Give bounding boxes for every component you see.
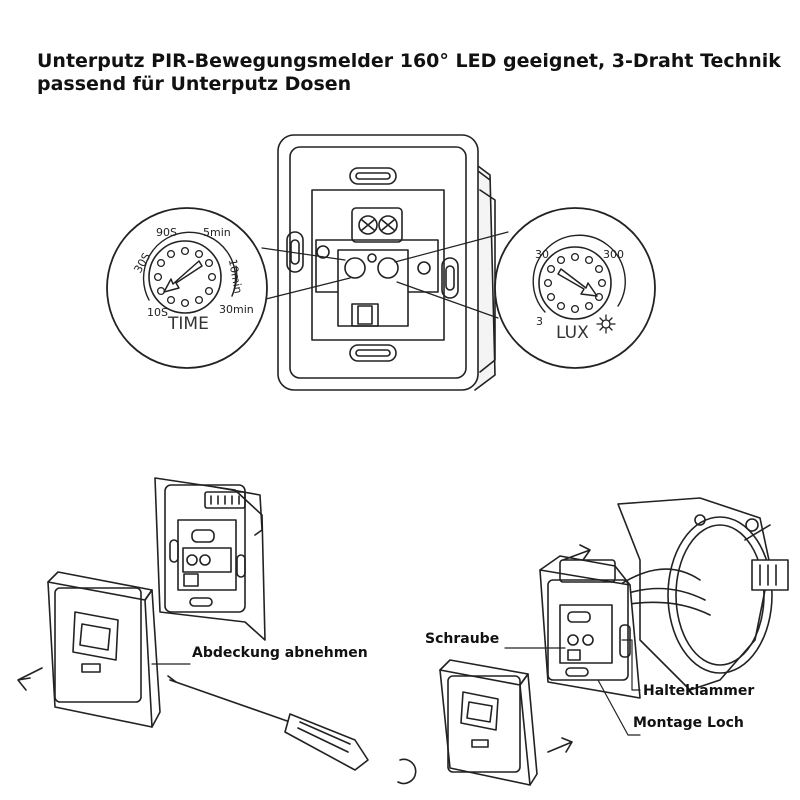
time-mark-10min: 10min: [226, 258, 245, 294]
time-mark-90s: 90S: [156, 226, 177, 239]
label-montage-loch: Montage Loch: [633, 715, 744, 731]
label-halteklammer: Halteklammer: [643, 683, 754, 699]
title-line-1: Unterputz PIR-Bewegungsmelder 160° LED g…: [37, 50, 781, 72]
sun-icon: [596, 314, 616, 334]
lux-mark-30: 30: [535, 248, 549, 261]
time-mark-5min: 5min: [203, 226, 231, 239]
time-mark-30min: 30min: [219, 303, 254, 316]
time-mark-10s: 10S: [147, 306, 168, 319]
installation-illustration: [439, 497, 789, 786]
label-schraube: Schraube: [425, 631, 499, 647]
label-abdeckung: Abdeckung abnehmen: [192, 645, 368, 661]
time-dial: [106, 207, 268, 369]
title-line-2: passend für Unterputz Dosen: [37, 73, 352, 95]
detector-plate: [277, 134, 496, 391]
lux-dial: [494, 207, 656, 369]
time-label: TIME: [167, 314, 209, 334]
lux-label: LUX: [556, 323, 589, 343]
lux-mark-300: 300: [603, 248, 624, 261]
cover-removal-illustration: [17, 477, 417, 785]
page-title: Unterputz PIR-Bewegungsmelder 160° LED g…: [37, 50, 781, 96]
lux-mark-3: 3: [536, 315, 543, 328]
